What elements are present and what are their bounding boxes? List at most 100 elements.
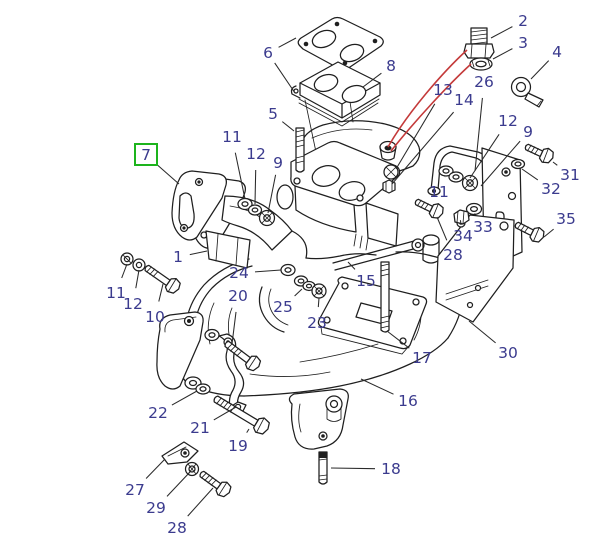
leader-line-29 [166, 471, 191, 497]
callout-12[interactable]: 12 [123, 295, 143, 313]
callout-14[interactable]: 14 [454, 91, 474, 109]
leader-line-25 [294, 288, 303, 297]
part-washer-cluster-right [438, 165, 479, 192]
part-bolt-28-upper [414, 198, 444, 219]
callout-22[interactable]: 22 [148, 404, 168, 422]
leader-line-2 [490, 26, 513, 39]
leader-line-34 [459, 220, 462, 225]
leader-line-15 [347, 261, 356, 270]
leader-line-18 [330, 467, 376, 470]
part-plug-2 [463, 27, 495, 59]
leader-line-8 [362, 72, 382, 88]
callout-33[interactable]: 33 [473, 218, 493, 236]
part-union-4 [510, 76, 544, 108]
part-valve-13 [383, 164, 399, 180]
callout-35[interactable]: 35 [556, 210, 576, 228]
callout-18[interactable]: 18 [381, 460, 401, 478]
callout-9[interactable]: 9 [273, 154, 283, 172]
part-bolt-31 [524, 143, 554, 164]
callout-11[interactable]: 11 [106, 284, 126, 302]
leader-line-35 [543, 228, 554, 238]
leader-lines-layer [121, 26, 558, 517]
leader-line-26 [474, 97, 483, 172]
callout-6[interactable]: 6 [263, 44, 273, 62]
leader-line-21 [213, 406, 237, 421]
part-bolt-35 [514, 221, 545, 243]
callout-28[interactable]: 28 [167, 519, 187, 537]
leader-line-7 [154, 162, 180, 185]
part-union-boss [379, 140, 397, 161]
callout-34[interactable]: 34 [453, 227, 473, 245]
callout-24[interactable]: 24 [229, 264, 249, 282]
leader-line-24 [254, 269, 282, 273]
callout-1[interactable]: 1 [173, 248, 183, 266]
callout-25[interactable]: 25 [273, 298, 293, 316]
callout-17[interactable]: 17 [412, 349, 432, 367]
part-washers-22 [184, 376, 211, 395]
leader-line-6 [274, 62, 296, 94]
callout-30[interactable]: 30 [498, 344, 518, 362]
part-stud-17 [380, 261, 390, 333]
leader-line-4 [530, 60, 550, 80]
leader-line-30 [468, 320, 496, 344]
leader-line-12 [135, 269, 140, 289]
part-flange-gasket-7 [171, 170, 227, 241]
callout-12[interactable]: 12 [246, 145, 266, 163]
part-washer-29 [184, 461, 200, 477]
part-bolt-20 [224, 340, 262, 372]
part-clamp-flange-bracket [156, 311, 220, 390]
callout-12[interactable]: 12 [498, 112, 518, 130]
callout-23[interactable]: 23 [307, 314, 327, 332]
callout-27[interactable]: 27 [125, 481, 145, 499]
leader-line-16 [360, 378, 394, 395]
callout-7[interactable]: 7 [141, 146, 151, 164]
leader-line-12 [254, 169, 257, 205]
part-washer-3 [469, 57, 493, 71]
callout-11[interactable]: 11 [429, 183, 449, 201]
callout-11[interactable]: 11 [222, 128, 242, 146]
callout-4[interactable]: 4 [552, 43, 562, 61]
leader-line-28 [187, 487, 214, 517]
reference-curve-from-part-2 [387, 49, 468, 148]
part-washer-33 [465, 202, 483, 216]
part-support-strap-15 [332, 238, 425, 271]
callout-5[interactable]: 5 [268, 105, 278, 123]
leader-line-28 [436, 216, 448, 241]
part-stud-18 [318, 451, 328, 485]
callout-26[interactable]: 26 [474, 73, 494, 91]
callout-2[interactable]: 2 [518, 12, 528, 30]
leader-line-27 [145, 458, 166, 479]
part-nut-34 [453, 209, 470, 225]
callout-15[interactable]: 15 [356, 272, 376, 290]
leader-line-32 [521, 168, 539, 181]
callout-31[interactable]: 31 [560, 166, 580, 184]
part-bolt-28-lower [199, 470, 232, 498]
callout-21[interactable]: 21 [190, 419, 210, 437]
leader-line-19 [246, 428, 250, 433]
callout-13[interactable]: 13 [433, 81, 453, 99]
leader-line-10 [158, 283, 164, 302]
callout-16[interactable]: 16 [398, 392, 418, 410]
callout-20[interactable]: 20 [228, 287, 248, 305]
leader-line-5 [281, 121, 295, 132]
part-wedge-clamp-27 [161, 441, 199, 465]
part-nut-23 [311, 283, 327, 299]
part-outlet-flange [288, 388, 349, 450]
callout-32[interactable]: 32 [541, 180, 561, 198]
leader-line-11 [234, 152, 246, 200]
reference-lines-layer [387, 49, 472, 152]
part-bolt-19 [213, 395, 270, 435]
callout-3[interactable]: 3 [518, 34, 528, 52]
callout-19[interactable]: 19 [228, 437, 248, 455]
callout-28[interactable]: 28 [443, 246, 463, 264]
callout-10[interactable]: 10 [145, 308, 165, 326]
part-stud-5 [295, 127, 305, 173]
callout-29[interactable]: 29 [146, 499, 166, 517]
part-bolt-10-set [120, 252, 181, 294]
part-gasket-6 [297, 16, 384, 70]
callout-8[interactable]: 8 [386, 57, 396, 75]
part-washer-nut-cluster-flange [237, 197, 276, 227]
callout-9[interactable]: 9 [523, 123, 533, 141]
part-washer-32 [510, 158, 526, 170]
